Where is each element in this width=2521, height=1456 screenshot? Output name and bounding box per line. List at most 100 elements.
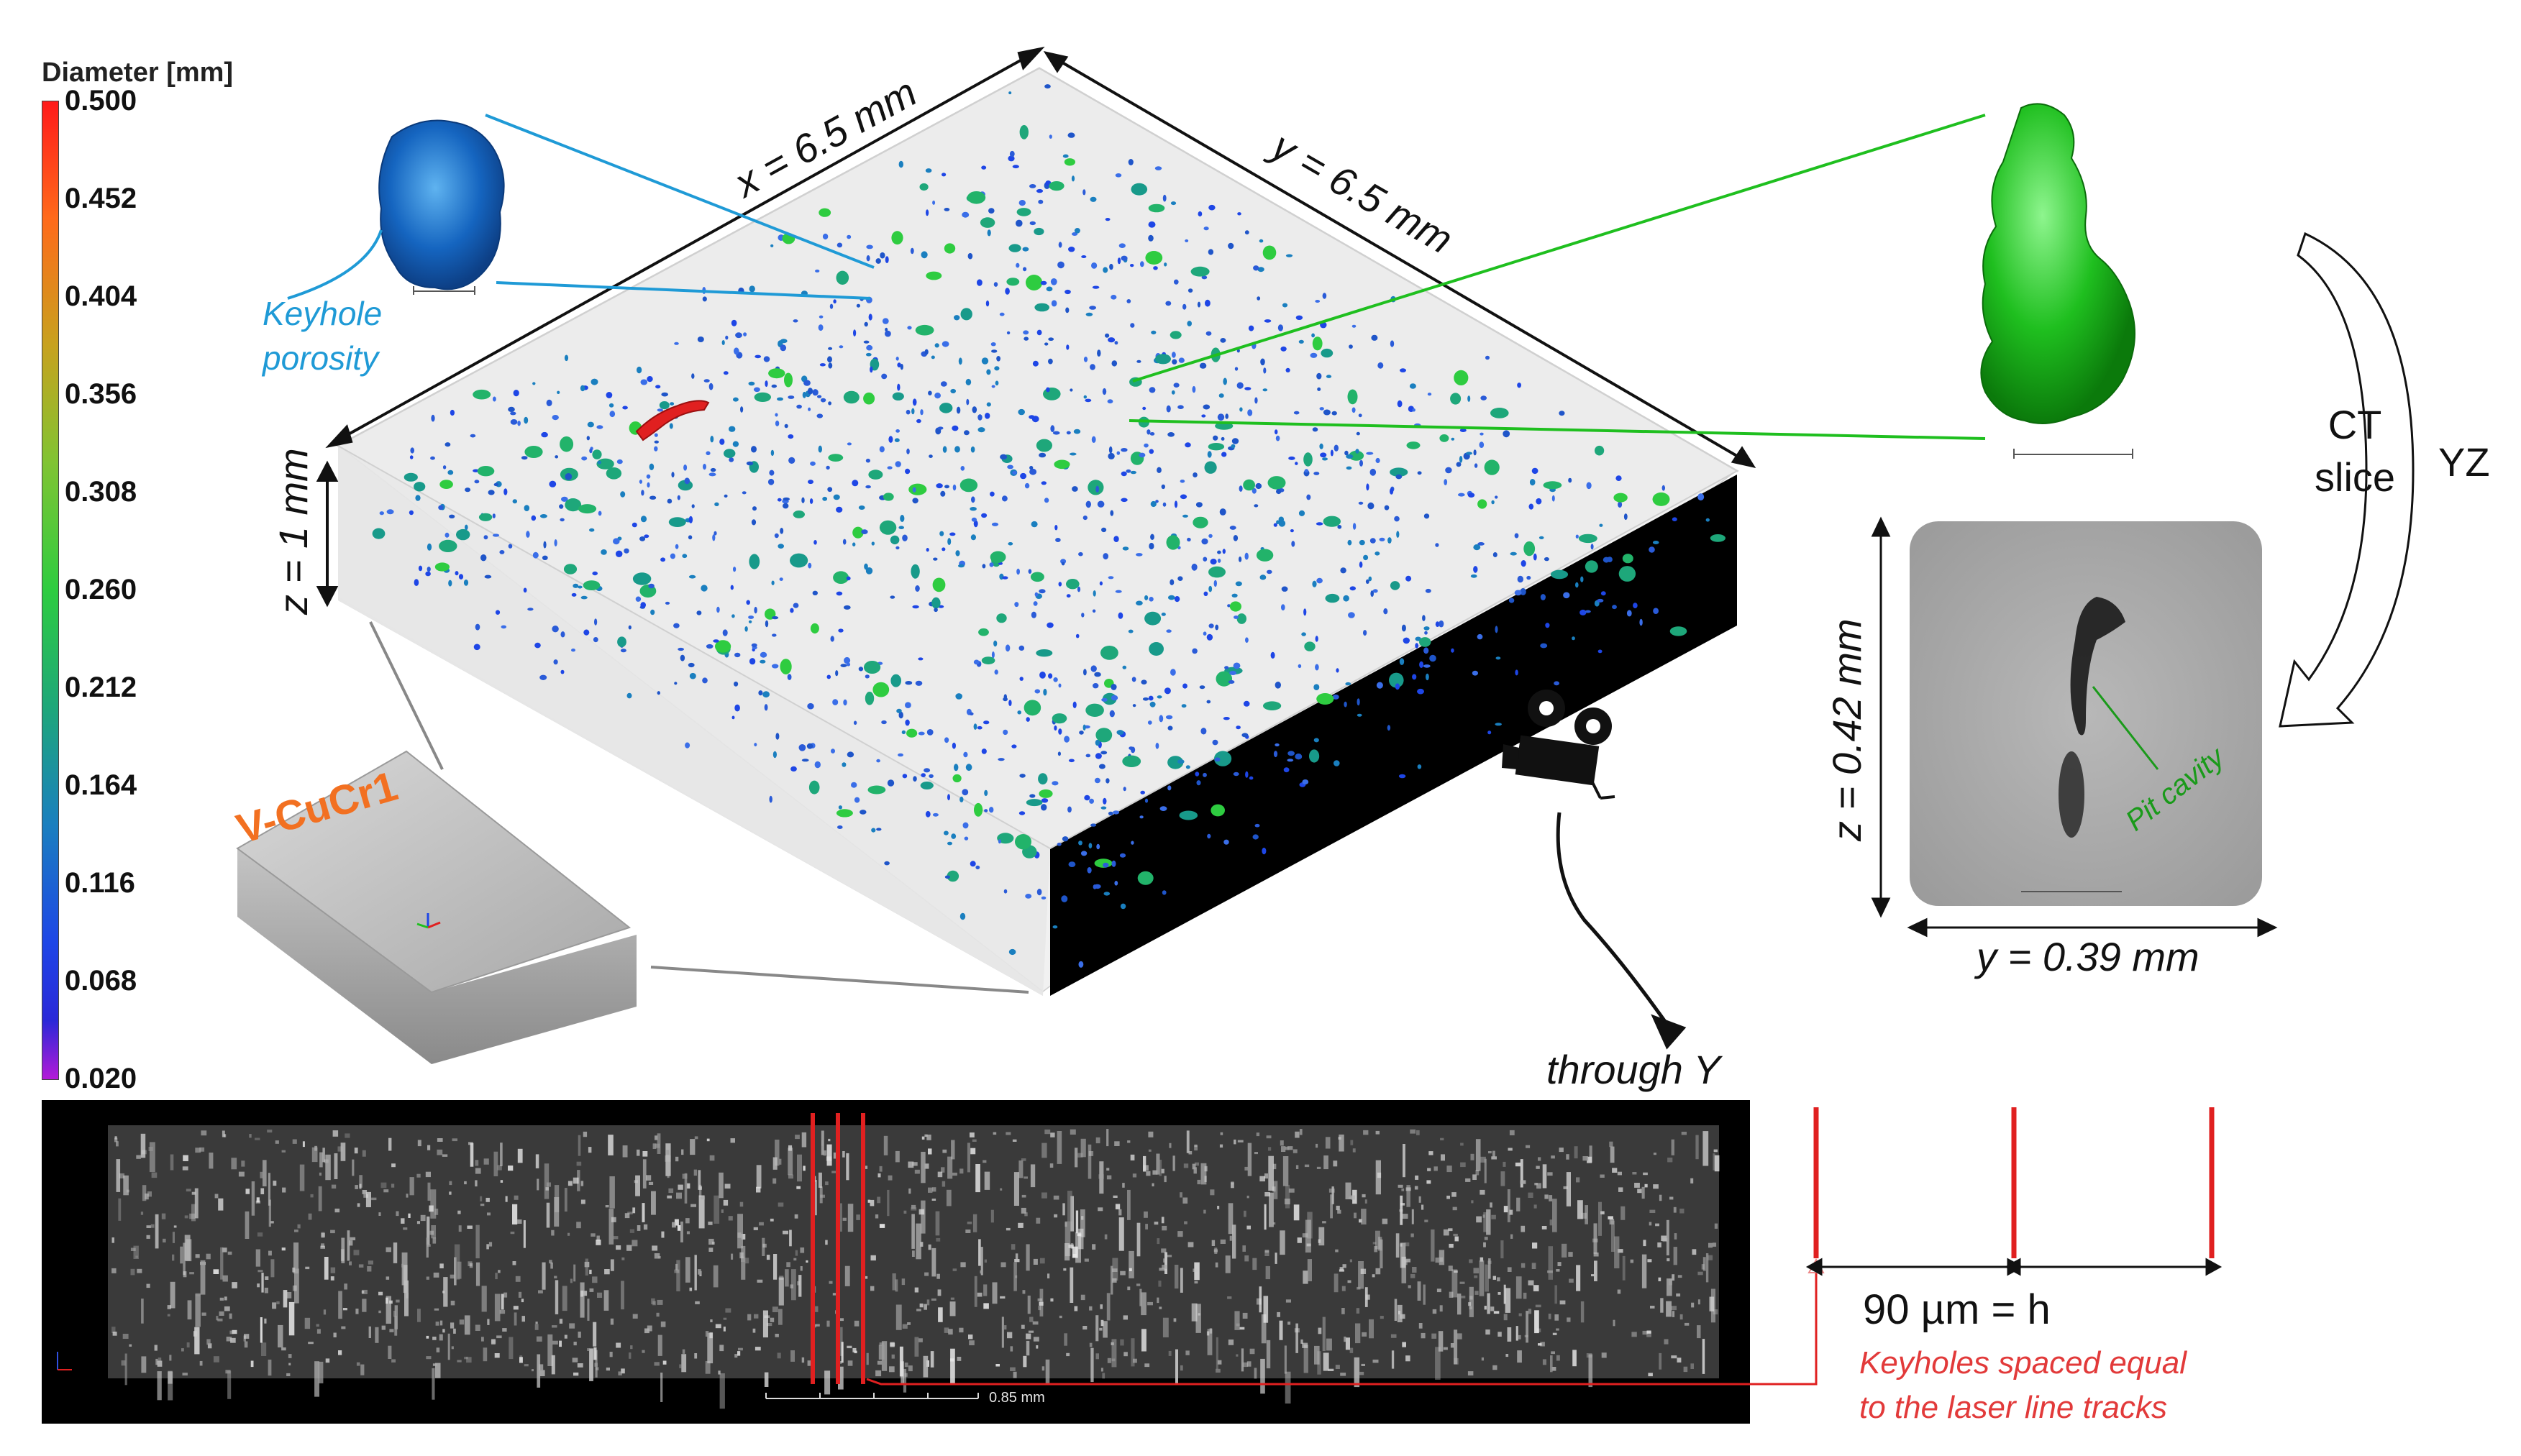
speckle: [552, 1340, 558, 1345]
pore: [1212, 739, 1218, 746]
speckle: [1660, 1298, 1664, 1313]
speckle: [406, 1194, 409, 1198]
pit-cavity-lower-region: [2059, 751, 2084, 838]
speckle: [1259, 1286, 1262, 1313]
speckle: [429, 1230, 434, 1235]
pore: [748, 620, 752, 623]
speckle: [417, 1309, 421, 1322]
pore: [1295, 754, 1303, 760]
speckle: [1106, 1129, 1109, 1147]
speckle: [1337, 1209, 1341, 1214]
pore: [706, 644, 714, 649]
speckle: [678, 1184, 683, 1190]
speckle: [980, 1270, 983, 1274]
pore: [1283, 767, 1290, 773]
pore: [1128, 159, 1134, 165]
speckle: [278, 1324, 283, 1347]
pore: [906, 409, 911, 415]
speckle: [1503, 1284, 1506, 1304]
pore: [777, 397, 783, 401]
speckle: [363, 1194, 368, 1198]
pore: [918, 731, 925, 736]
pore: [1170, 201, 1177, 206]
pore: [1288, 456, 1295, 460]
pore: [1090, 364, 1095, 370]
speckle: [1547, 1172, 1553, 1176]
pore: [973, 723, 977, 730]
speckle: [1480, 1156, 1486, 1163]
speckle: [652, 1245, 658, 1251]
speckle: [642, 1203, 645, 1222]
pore: [1394, 516, 1400, 522]
pore: [617, 636, 626, 647]
pore: [1019, 124, 1029, 139]
pore: [1070, 388, 1073, 392]
pore: [858, 505, 865, 510]
speckle: [1452, 1207, 1457, 1211]
speckle: [1092, 1244, 1096, 1250]
speckle: [684, 1173, 688, 1204]
speckle: [1284, 1345, 1287, 1374]
pore: [731, 614, 735, 618]
pore: [867, 785, 886, 795]
pore: [1253, 265, 1259, 271]
speckle: [119, 1173, 124, 1178]
pore: [714, 531, 717, 536]
speckle: [517, 1219, 522, 1224]
pore: [1121, 255, 1128, 261]
pore: [1041, 798, 1049, 803]
pore: [1205, 299, 1211, 307]
pore: [778, 544, 784, 549]
pore: [858, 667, 864, 672]
speckle: [931, 1199, 936, 1201]
speckle: [324, 1159, 329, 1163]
pore: [844, 656, 851, 664]
pore: [998, 839, 1001, 844]
pore: [971, 517, 977, 522]
speckle: [1432, 1309, 1437, 1314]
pore: [1508, 597, 1515, 603]
speckle: [728, 1216, 733, 1221]
pore: [488, 490, 495, 495]
speckle: [157, 1360, 163, 1367]
speckle: [1168, 1350, 1172, 1356]
speckle: [705, 1360, 711, 1374]
speckle: [570, 1278, 573, 1283]
pore: [1091, 262, 1098, 269]
speckle: [325, 1154, 331, 1181]
speckle: [1242, 1362, 1248, 1368]
pore: [1095, 753, 1102, 759]
speckle: [1644, 1183, 1648, 1188]
speckle: [1438, 1331, 1444, 1352]
speckle: [133, 1245, 139, 1259]
pore: [1054, 525, 1058, 531]
speckle: [1033, 1258, 1038, 1265]
pore: [1217, 558, 1221, 563]
pore: [863, 392, 875, 405]
speckle: [875, 1214, 879, 1219]
pore: [1633, 603, 1638, 608]
speckle: [334, 1208, 340, 1213]
speckle: [1021, 1158, 1026, 1161]
pore: [865, 692, 875, 705]
speckle: [1264, 1250, 1269, 1256]
pore: [1185, 239, 1189, 242]
speckle: [1664, 1339, 1669, 1345]
pore: [836, 242, 843, 248]
speckle: [978, 1239, 981, 1266]
pore: [1161, 484, 1166, 490]
speckle: [583, 1131, 588, 1137]
speckle: [657, 1256, 661, 1259]
speckle: [141, 1299, 144, 1324]
speckle: [951, 1140, 955, 1160]
speckle: [1074, 1306, 1078, 1311]
speckle: [1156, 1153, 1160, 1175]
pore: [613, 538, 620, 545]
speckle: [1180, 1365, 1183, 1371]
pore: [492, 513, 496, 518]
pore: [1371, 334, 1378, 341]
pore: [751, 446, 757, 453]
pore: [926, 548, 929, 552]
speckle: [182, 1373, 188, 1375]
speckle: [1166, 1255, 1172, 1258]
